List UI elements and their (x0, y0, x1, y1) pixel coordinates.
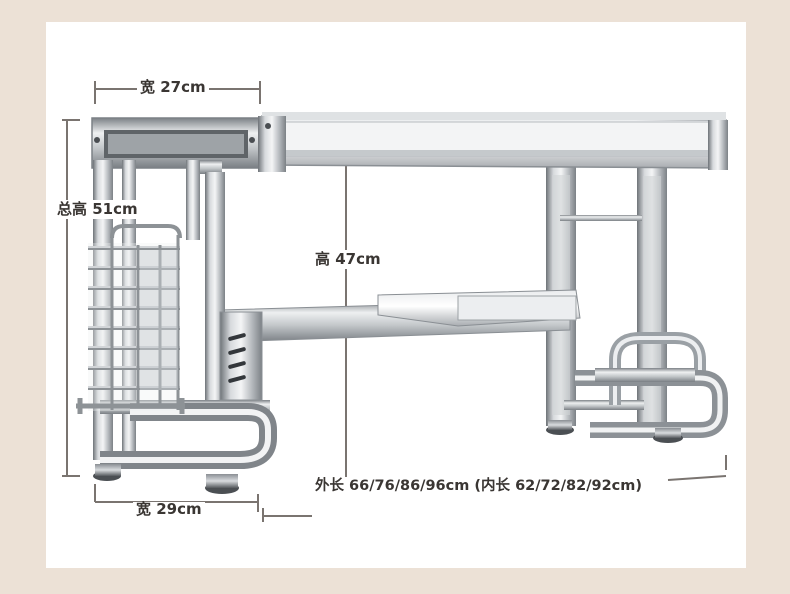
middle-beam (219, 289, 581, 343)
left-frame (91, 116, 286, 494)
dimension-lines (62, 81, 727, 522)
screws (94, 123, 271, 143)
top-width-label: 宽 27cm (137, 80, 209, 95)
inner-height-label: 高 47cm (313, 250, 383, 269)
total-height-label: 总高 51cm (55, 200, 140, 219)
top-shelf (261, 112, 728, 170)
utensil-basket (76, 224, 185, 414)
bottom-width-label: 宽 29cm (133, 502, 205, 517)
length-label: 外长 66/76/86/96cm (内长 62/72/82/92cm) (312, 477, 646, 496)
